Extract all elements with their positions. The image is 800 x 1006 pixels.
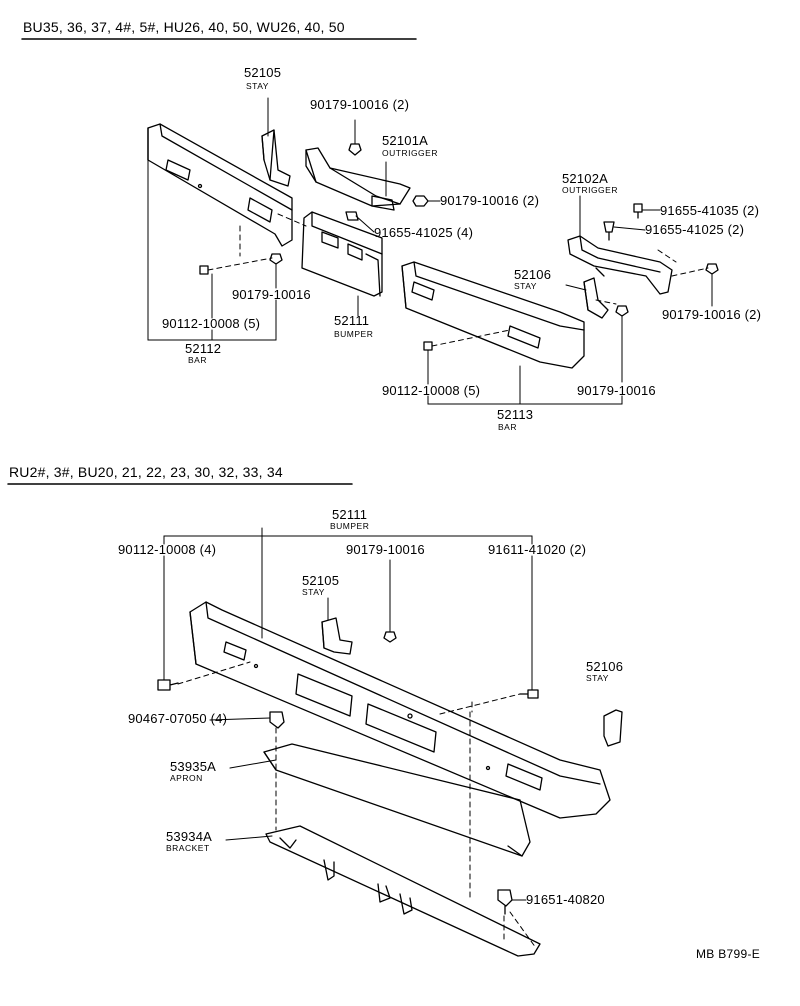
part-91655-label-c: 91655-41025 (2) [645,222,745,237]
bottom-part-52106-number: 52106 [586,659,624,674]
nut-90179-e-drawing [615,305,629,317]
nut-90467-drawing [269,711,285,729]
bumper-52111-drawing [301,211,383,297]
stay-52105-bottom-drawing [321,617,353,655]
part-91655-label-b: 91655-41035 (2) [660,203,760,218]
nut-90179-c-drawing [705,263,719,275]
part-90179-label-e: 90179-10016 [577,383,656,398]
part-52105-name: STAY [246,81,269,91]
bottom-part-53934a-number: 53934A [166,829,213,844]
bottom-part-52105-number: 52105 [302,573,340,588]
part-52105-number: 52105 [244,65,282,80]
part-90179-label-b: 90179-10016 (2) [440,193,540,208]
part-52102a-number: 52102A [562,171,609,186]
stay-52105-drawing [261,129,291,187]
bottom-part-90179-label: 90179-10016 [346,542,425,557]
part-52112-name: BAR [188,355,207,365]
bottom-part-91611-label: 91611-41020 (2) [488,542,587,557]
bottom-part-53934a-name: BRACKET [166,843,210,853]
bottom-section-header: RU2#, 3#, BU20, 21, 22, 23, 30, 32, 33, … [9,464,283,480]
bottom-part-53935a-number: 53935A [170,759,217,774]
outrigger-52102a-drawing [567,235,673,295]
bolt-91655-a-drawing [345,211,359,221]
outrigger-52101a-drawing [305,147,411,211]
bolt-91655-c-drawing [603,221,615,241]
top-section-header: BU35, 36, 37, 4#, 5#, HU26, 40, 50, WU26… [23,19,345,35]
part-52102a-name: OUTRIGGER [562,185,618,195]
part-52111-name: BUMPER [334,329,374,339]
bar-52112-drawing [147,123,293,247]
bracket-53934a-drawing [265,825,541,957]
part-52101a-name: OUTRIGGER [382,148,438,158]
part-90112-label-b: 90112-10008 (5) [382,383,481,398]
bottom-part-90112-label: 90112-10008 (4) [118,542,217,557]
nut-90179-bottom-drawing [383,631,397,643]
part-52113-name: BAR [498,422,517,432]
nut-90179-d-drawing [269,253,283,265]
bar-52113-drawing [401,261,585,369]
bolt-91651-drawing [497,889,513,915]
bottom-part-52105-name: STAY [302,587,325,597]
bolt-90112-a-drawing [199,265,209,275]
bottom-part-52111-number: 52111 [332,507,368,522]
part-52111-number: 52111 [334,313,370,328]
part-90179-label-a: 90179-10016 (2) [310,97,410,112]
part-91655-label-a: 91655-41025 (4) [374,225,474,240]
bumper-52111-bottom-drawing [189,601,611,819]
figure-code: MB B799-E [696,947,761,961]
nut-90179-b-drawing [412,195,429,207]
apron-53935a-drawing [263,743,531,857]
part-52106-number: 52106 [514,267,552,282]
bolt-91611-drawing [519,689,539,699]
bottom-part-53935a-name: APRON [170,773,203,783]
part-52112-number: 52112 [185,341,222,356]
bottom-part-52111-name: BUMPER [330,521,370,531]
stay-52106-bottom-drawing [603,709,623,747]
bottom-part-52106-name: STAY [586,673,609,683]
part-90112-label-a: 90112-10008 (5) [162,316,261,331]
stay-52106-drawing [583,277,609,319]
part-90179-label-c: 90179-10016 (2) [662,307,762,322]
part-52106-name: STAY [514,281,537,291]
nut-90179-a-drawing [348,143,362,156]
part-90179-label-d: 90179-10016 [232,287,311,302]
bolt-91655-b-drawing [633,203,643,219]
bolt-90112-b-drawing [423,341,433,351]
part-52113-number: 52113 [497,407,534,422]
part-52101a-number: 52101A [382,133,429,148]
bottom-part-90467-label: 90467-07050 (4) [128,711,228,726]
bottom-part-91651-label: 91651-40820 [526,892,605,907]
bolt-90112-bottom-drawing [157,679,179,691]
